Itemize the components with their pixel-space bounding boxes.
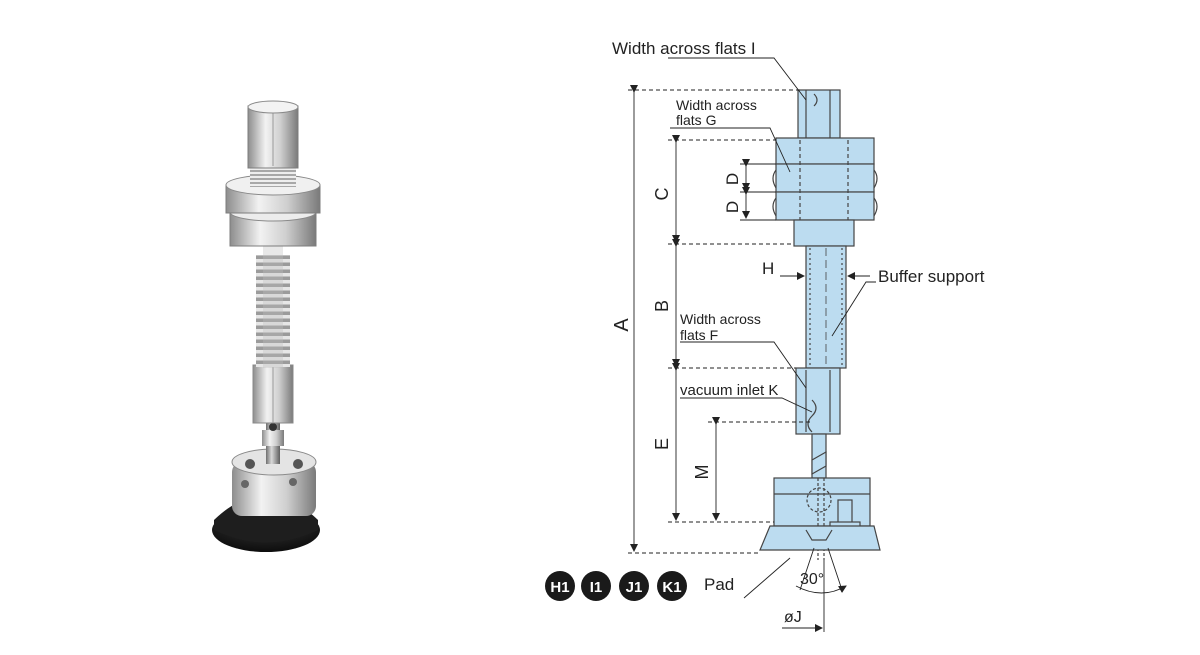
- badge-h1: H1: [550, 579, 569, 596]
- model-badges: H1 I1 J1 K1: [545, 571, 687, 601]
- label-pad: Pad: [704, 575, 734, 594]
- nut-upper: [775, 163, 875, 193]
- label-width-across-flats-f-2: flats F: [680, 327, 718, 343]
- dim-e: E: [652, 438, 672, 450]
- badge-j1: J1: [626, 579, 643, 596]
- badge-i1: I1: [590, 579, 603, 596]
- badge-j1-circle: [619, 571, 649, 601]
- dimension-lines: [628, 57, 876, 632]
- label-angle: 30°: [800, 571, 824, 588]
- badge-i1-circle: [581, 571, 611, 601]
- dim-a: A: [611, 318, 633, 332]
- label-width-across-flats-g-1: Width across: [676, 97, 757, 113]
- label-width-across-flats-f-1: Width across: [680, 311, 761, 327]
- dim-c: C: [652, 188, 672, 201]
- badge-k1-circle: [657, 571, 687, 601]
- product-photo: [212, 100, 321, 552]
- spring: [256, 255, 290, 367]
- pad-holder: [232, 462, 316, 516]
- pad-bell: [759, 525, 881, 551]
- badge-k1: K1: [662, 579, 681, 596]
- label-buffer-support: Buffer support: [878, 267, 985, 286]
- dim-h: H: [762, 259, 774, 278]
- badge-h1-circle: [545, 571, 575, 601]
- coupler: [795, 367, 841, 435]
- label-vacuum-inlet: vacuum inlet K: [680, 382, 778, 399]
- dim-d-upper: D: [723, 173, 742, 185]
- label-diameter-j: øJ: [784, 609, 802, 626]
- technical-drawing: [759, 89, 881, 560]
- dim-b: B: [652, 300, 672, 312]
- dim-m: M: [692, 465, 712, 480]
- label-width-across-flats-i: Width across flats I: [612, 39, 756, 58]
- pad-holder-drawing: [773, 477, 871, 527]
- label-width-across-flats-g-2: flats G: [676, 112, 716, 128]
- nut-lower: [775, 191, 875, 221]
- dim-d-lower: D: [723, 201, 742, 213]
